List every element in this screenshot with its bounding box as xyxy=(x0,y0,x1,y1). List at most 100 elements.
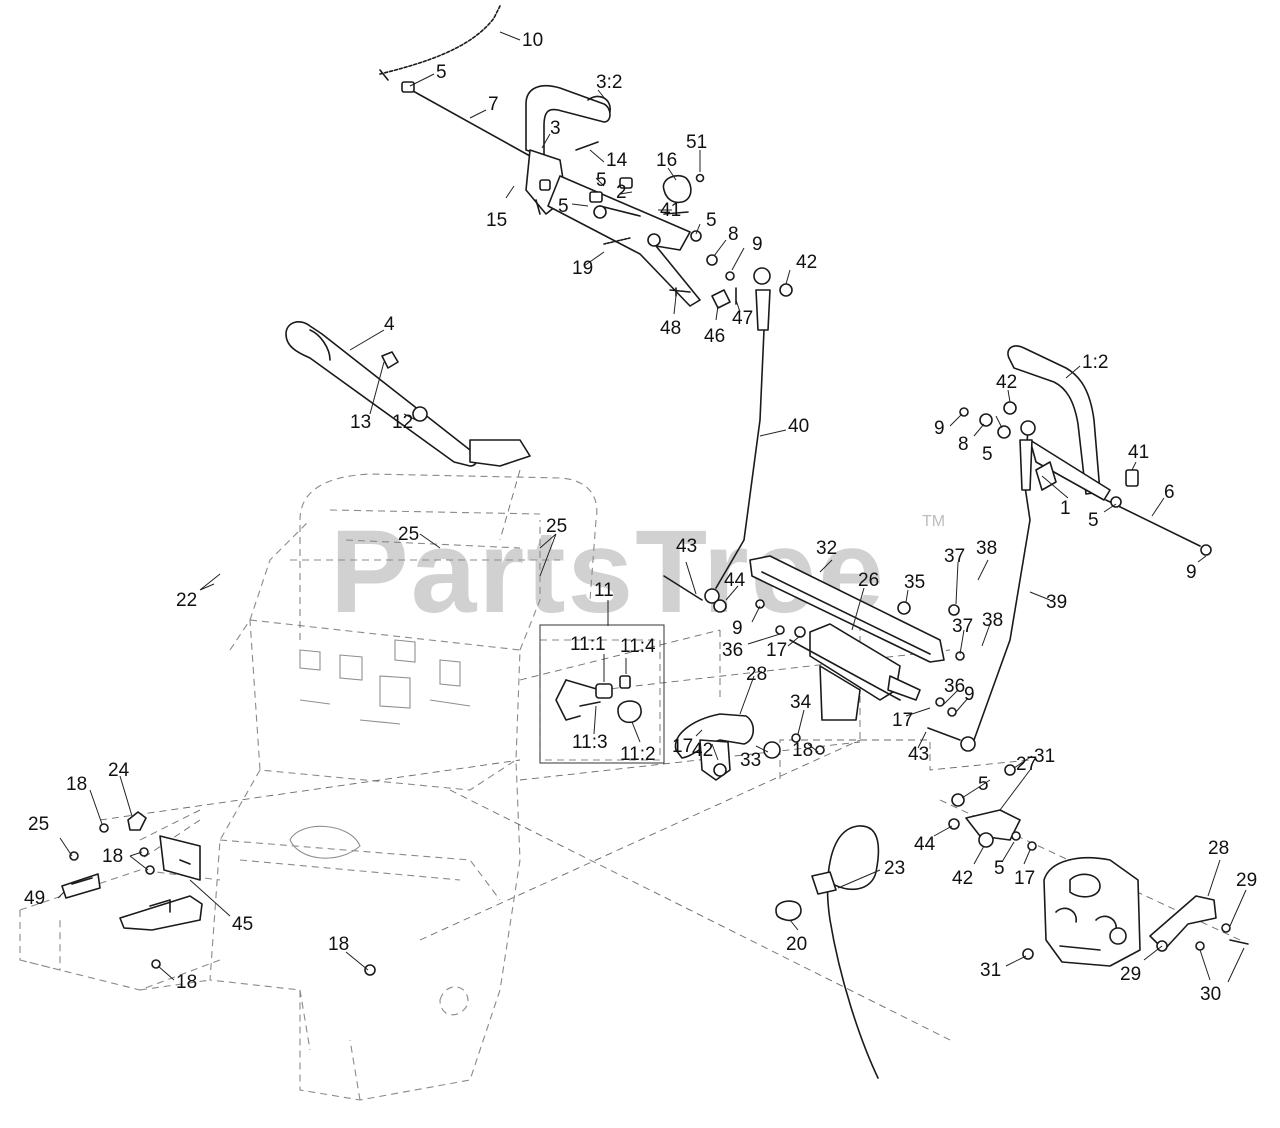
callout-48: 48 xyxy=(660,318,681,339)
handle-part-1 xyxy=(1007,345,1101,495)
center-bracket-assembly xyxy=(663,555,965,781)
callout-35: 35 xyxy=(904,572,925,593)
callout-44: 44 xyxy=(914,834,936,855)
callout-1: 1 xyxy=(1060,498,1071,519)
pump-assembly xyxy=(948,764,1249,967)
callout-42: 42 xyxy=(796,252,817,273)
callout-44: 44 xyxy=(724,570,746,591)
callout-5: 5 xyxy=(982,444,993,465)
callout-17: 17 xyxy=(672,736,693,757)
callout-13: 13 xyxy=(350,412,371,433)
callout-22: 22 xyxy=(176,590,197,611)
callout-7: 7 xyxy=(488,94,499,115)
callout-45: 45 xyxy=(232,914,253,935)
callout-51: 51 xyxy=(686,132,707,153)
callout-8: 8 xyxy=(728,224,739,245)
callout-30: 30 xyxy=(1200,984,1221,1005)
callout-10: 10 xyxy=(522,30,543,51)
callout-2: 2 xyxy=(616,182,627,203)
callout-26: 26 xyxy=(858,570,879,591)
callout-9: 9 xyxy=(964,684,975,705)
callout-42: 42 xyxy=(692,740,713,761)
callout-11-1: 11:1 xyxy=(570,634,606,655)
callout-12: 12 xyxy=(392,412,413,433)
callout-5: 5 xyxy=(596,170,607,191)
callout-28: 28 xyxy=(1208,838,1229,859)
callout-5: 5 xyxy=(558,196,569,217)
cable-part-23 xyxy=(775,825,880,1079)
callout-38: 38 xyxy=(976,538,997,559)
callout-18: 18 xyxy=(102,846,123,867)
callout-17: 17 xyxy=(892,710,913,731)
spring-part-19 xyxy=(603,237,631,245)
callout-34: 34 xyxy=(790,692,812,713)
top-lever-assembly xyxy=(379,5,793,309)
left-brackets xyxy=(61,811,376,976)
callout-19: 19 xyxy=(572,258,593,279)
callout-16: 16 xyxy=(656,150,677,171)
callout-25: 25 xyxy=(398,524,419,545)
callout-8: 8 xyxy=(958,434,969,455)
callout-18: 18 xyxy=(328,934,349,955)
watermark-trademark: TM xyxy=(922,513,945,530)
callout-5: 5 xyxy=(1088,510,1099,531)
callout-9: 9 xyxy=(1186,562,1197,583)
bracket-part-45 xyxy=(159,835,201,881)
right-lever-assembly xyxy=(959,345,1212,752)
callout-3: 3 xyxy=(550,118,561,139)
callout-42: 42 xyxy=(996,372,1017,393)
callout-39: 39 xyxy=(1046,592,1067,613)
callout-9: 9 xyxy=(934,418,945,439)
rod-part-40 xyxy=(704,267,771,604)
callout-5: 5 xyxy=(994,858,1005,879)
leader-lines xyxy=(57,31,1247,983)
callout-23: 23 xyxy=(884,858,905,879)
callout-18: 18 xyxy=(792,740,813,761)
callout-17: 17 xyxy=(1014,868,1035,889)
chain-part-10 xyxy=(379,5,501,75)
rod-part-7 xyxy=(403,85,531,157)
callout-36: 36 xyxy=(944,676,965,697)
callout-32: 32 xyxy=(816,538,837,559)
fitting-part-24 xyxy=(127,811,147,831)
bumper-part-16 xyxy=(662,174,692,204)
callout-6: 6 xyxy=(1164,482,1175,503)
callout-41: 41 xyxy=(660,200,681,221)
callout-49: 49 xyxy=(24,888,45,909)
callout-17: 17 xyxy=(766,640,787,661)
projection-lines xyxy=(99,469,1241,1041)
detail-box-11 xyxy=(539,624,665,764)
bracket-part-32 xyxy=(749,555,945,663)
arm-part-2 xyxy=(547,175,701,307)
chassis-frame xyxy=(19,473,661,1101)
callout-25: 25 xyxy=(28,814,49,835)
callout-5: 5 xyxy=(436,62,447,83)
callout-29: 29 xyxy=(1236,870,1257,891)
callout-33: 33 xyxy=(740,750,761,771)
callout-43: 43 xyxy=(908,744,929,765)
knob-part-20 xyxy=(775,900,802,922)
callout-27: 27 xyxy=(1016,754,1037,775)
callout-25: 25 xyxy=(546,516,567,537)
callout-9: 9 xyxy=(752,234,763,255)
callout-43: 43 xyxy=(676,536,697,557)
lever-part-4 xyxy=(285,321,531,467)
callout-11: 11 xyxy=(594,580,614,601)
callout-46: 46 xyxy=(704,326,725,347)
callout-31: 31 xyxy=(980,960,1001,981)
rod-part-6 xyxy=(1105,499,1201,547)
callout-5: 5 xyxy=(706,210,717,231)
bellcrank-part-28 xyxy=(674,713,755,759)
callout-40: 40 xyxy=(788,416,809,437)
callout-37: 37 xyxy=(952,616,973,637)
callout-36: 36 xyxy=(722,640,743,661)
callout-11-2: 11:2 xyxy=(620,744,656,765)
callout-18: 18 xyxy=(176,972,197,993)
callout-11-4: 11:4 xyxy=(620,636,656,657)
callout-15: 15 xyxy=(486,210,507,231)
callout-38: 38 xyxy=(982,610,1003,631)
callout-47: 47 xyxy=(732,308,753,329)
callout-20: 20 xyxy=(786,934,807,955)
callout-9: 9 xyxy=(732,618,743,639)
